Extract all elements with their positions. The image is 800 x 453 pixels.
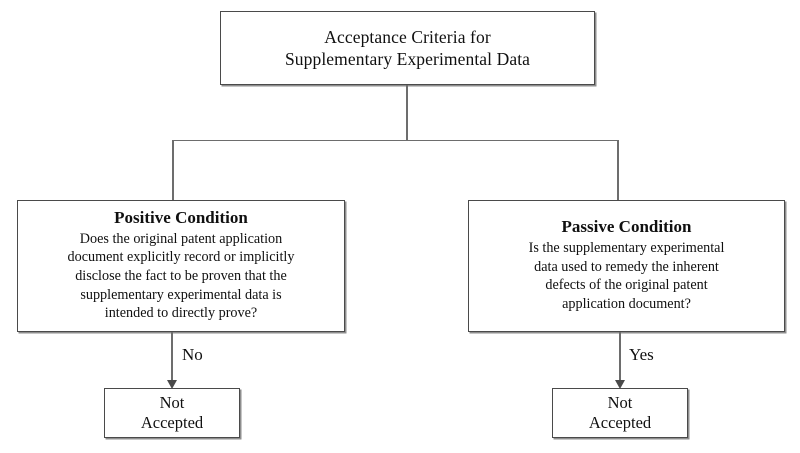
- connector-drop-right: [617, 139, 619, 201]
- connector-title-stem: [406, 85, 408, 141]
- positive-body-line-2: document explicitly record or implicitly: [67, 249, 295, 266]
- passive-body-line-4: application document?: [562, 295, 691, 312]
- passive-condition-node: Passive Condition Is the supplementary e…: [468, 200, 785, 332]
- connector-drop-left: [172, 139, 174, 201]
- outcome-node-not-accepted-left: Not Accepted: [104, 388, 240, 438]
- edge-label-no: No: [182, 345, 203, 364]
- passive-condition-heading: Passive Condition: [561, 217, 692, 237]
- outcome-right-line-2: Accepted: [588, 413, 652, 432]
- positive-condition-node: Positive Condition Does the original pat…: [17, 200, 345, 332]
- positive-condition-body: Does the original patent application doc…: [68, 230, 295, 323]
- outcome-left-line-1: Not: [159, 392, 185, 412]
- connector-passive-to-outcome: [619, 332, 621, 384]
- arrowhead-down-icon-left: [166, 380, 177, 389]
- outcome-right-line-1: Not: [607, 392, 633, 412]
- connector-split-bar: [172, 139, 619, 142]
- positive-body-line-3: disclose the fact to be proven that the: [75, 268, 287, 285]
- edge-label-yes: Yes: [629, 345, 654, 364]
- title-node: Acceptance Criteria for Supplementary Ex…: [220, 11, 595, 85]
- positive-condition-heading: Positive Condition: [114, 208, 248, 228]
- passive-condition-body: Is the supplementary experimental data u…: [529, 239, 725, 313]
- connector-positive-to-outcome: [171, 332, 173, 384]
- passive-body-line-3: defects of the original patent: [545, 277, 708, 294]
- passive-body-line-2: data used to remedy the inherent: [534, 258, 719, 275]
- positive-body-line-4: supplementary experimental data is: [80, 286, 282, 303]
- passive-body-line-1: Is the supplementary experimental: [528, 240, 725, 257]
- positive-body-line-1: Does the original patent application: [79, 230, 283, 247]
- title-line-2: Supplementary Experimental Data: [284, 49, 531, 69]
- title-line-1: Acceptance Criteria for: [324, 26, 491, 47]
- positive-body-line-5: intended to directly prove?: [104, 305, 258, 322]
- outcome-node-not-accepted-right: Not Accepted: [552, 388, 688, 438]
- outcome-left-line-2: Accepted: [140, 413, 204, 432]
- arrowhead-down-icon-right: [614, 380, 625, 389]
